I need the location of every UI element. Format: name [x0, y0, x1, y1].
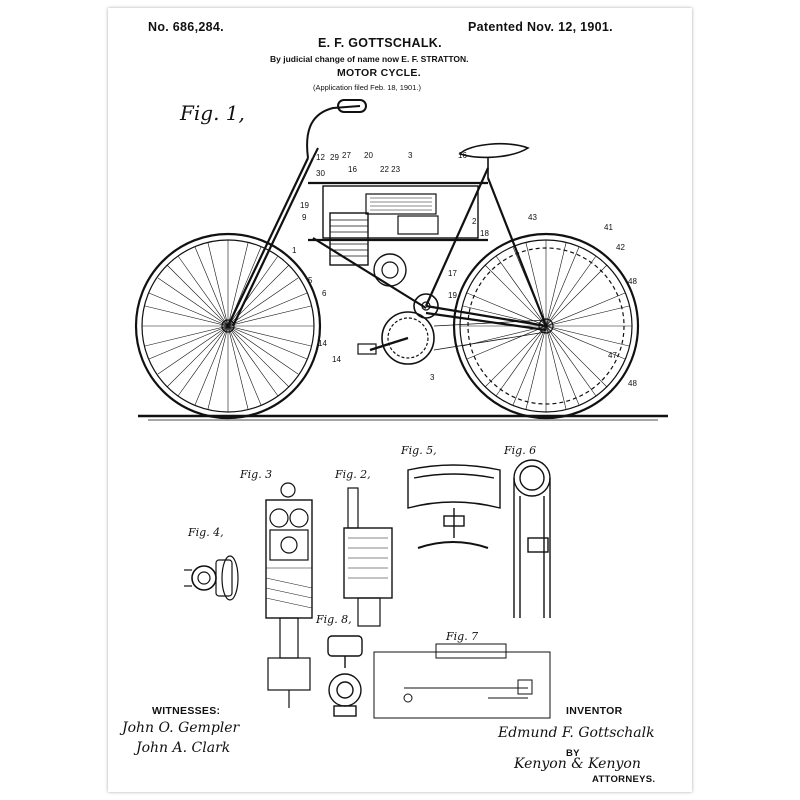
svg-text:16: 16 — [458, 151, 467, 160]
svg-text:29: 29 — [330, 153, 339, 162]
engine-cylinder — [329, 212, 407, 287]
fig6-label: Fig. 6 — [504, 444, 537, 457]
svg-text:17: 17 — [448, 269, 457, 278]
svg-text:30: 30 — [316, 169, 325, 178]
svg-text:16: 16 — [348, 165, 357, 174]
fig2-drawing — [343, 487, 393, 627]
crank-assembly — [357, 293, 547, 365]
svg-text:3: 3 — [408, 151, 413, 160]
fig7-drawing — [373, 643, 551, 719]
fuel-tank — [322, 185, 479, 239]
patent-sheet: No. 686,284. Patented Nov. 12, 1901. E. … — [108, 8, 692, 792]
svg-text:20: 20 — [364, 151, 373, 160]
inventor-label: INVENTOR — [566, 705, 623, 717]
fig2-label: Fig. 2, — [335, 468, 371, 481]
svg-text:14: 14 — [318, 339, 327, 348]
inventor-name: E. F. GOTTSCHALK. — [318, 36, 442, 50]
patent-title: MOTOR CYCLE. — [337, 67, 421, 79]
fig1-label: Fig. 1, — [180, 101, 245, 125]
fig4-label: Fig. 4, — [188, 526, 224, 539]
svg-text:18: 18 — [480, 229, 489, 238]
fig6-drawing — [513, 459, 551, 618]
attorneys-signature: Kenyon & Kenyon — [514, 756, 641, 772]
svg-text:19: 19 — [448, 291, 457, 300]
svg-text:12: 12 — [316, 153, 325, 162]
fig5-label: Fig. 5, — [401, 444, 437, 457]
svg-text:22 23: 22 23 — [380, 165, 401, 174]
witness-signature-2: John A. Clark — [136, 740, 231, 756]
attorneys-label: ATTORNEYS. — [592, 774, 656, 785]
fig3-label: Fig. 3 — [240, 468, 273, 481]
ground-line — [138, 414, 668, 421]
svg-text:5: 5 — [308, 276, 313, 285]
svg-text:41: 41 — [604, 223, 613, 232]
svg-text:19: 19 — [300, 201, 309, 210]
fig3-drawing — [265, 482, 313, 708]
fig7-label: Fig. 7 — [446, 630, 479, 643]
fig8-drawing — [327, 635, 363, 717]
name-change-note: By judicial change of name now E. F. STR… — [270, 54, 469, 64]
inventor-signature: Edmund F. Gottschalk — [498, 725, 655, 741]
svg-text:47: 47 — [608, 351, 617, 360]
fig8-label: Fig. 8, — [316, 613, 352, 626]
svg-text:6: 6 — [322, 289, 327, 298]
svg-text:2: 2 — [472, 217, 477, 226]
svg-text:3: 3 — [430, 373, 435, 382]
patented-date: Patented Nov. 12, 1901. — [468, 20, 613, 34]
svg-text:9: 9 — [302, 213, 307, 222]
witness-signature-1: John O. Gempler — [122, 720, 240, 736]
svg-text:42: 42 — [616, 243, 625, 252]
fig4-drawing — [184, 555, 239, 601]
svg-text:1: 1 — [292, 246, 297, 255]
patent-number: No. 686,284. — [148, 20, 224, 34]
svg-text:48: 48 — [628, 379, 637, 388]
by-label: BY — [566, 748, 580, 759]
application-date: (Application filed Feb. 18, 1901.) — [313, 83, 421, 92]
svg-text:14: 14 — [332, 355, 341, 364]
saddle — [458, 142, 530, 178]
handlebar — [306, 99, 367, 159]
witnesses-label: WITNESSES: — [152, 705, 221, 717]
svg-text:43: 43 — [528, 213, 537, 222]
fig5-drawing — [407, 464, 501, 549]
bicycle-frame — [227, 157, 548, 332]
svg-text:48: 48 — [628, 277, 637, 286]
svg-text:27: 27 — [342, 151, 351, 160]
